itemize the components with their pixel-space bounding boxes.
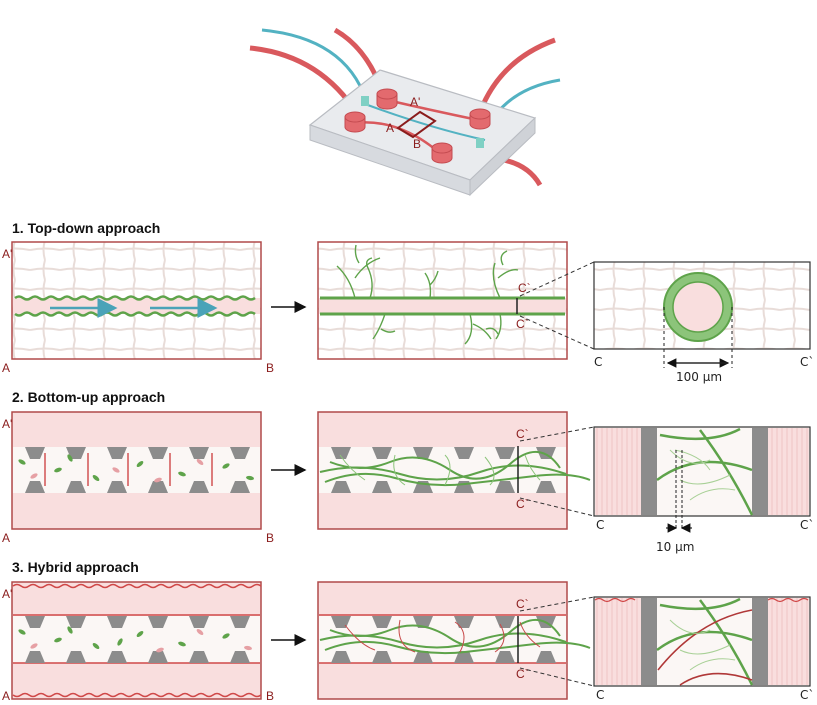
panel-3-result bbox=[317, 581, 591, 700]
panel-1-detail-label-c: C bbox=[594, 355, 602, 369]
panel-1-result bbox=[317, 241, 568, 360]
section-title-top-down: 1. Top-down approach bbox=[12, 220, 161, 236]
scale-label-10um: 10 μm bbox=[656, 540, 694, 554]
panel-2-detail bbox=[593, 426, 811, 533]
panel-2-initial bbox=[11, 411, 262, 530]
panel-1-cut-bottom: C` bbox=[516, 317, 529, 331]
chip-label-a: A bbox=[386, 121, 394, 135]
panel-2-label-a-prime: A' bbox=[2, 417, 12, 431]
panel-3-label-a: A bbox=[2, 689, 10, 703]
zoom-guide-line bbox=[519, 596, 595, 612]
panel-3-cut-bottom: C` bbox=[516, 667, 529, 681]
panel-2-label-b: B bbox=[266, 531, 274, 545]
section-title-hybrid: 3. Hybrid approach bbox=[12, 559, 139, 575]
zoom-guide-line bbox=[519, 667, 595, 687]
scale-label-100um: 100 μm bbox=[676, 370, 722, 384]
panel-2-cut-top: C` bbox=[516, 427, 529, 441]
panel-3-label-a-prime: A' bbox=[2, 587, 12, 601]
panel-3-initial bbox=[11, 581, 262, 700]
panel-1-label-a: A bbox=[2, 361, 10, 375]
panel-3-detail-label-c-prime: C` bbox=[800, 688, 814, 702]
panel-2-detail-label-c: C bbox=[596, 518, 604, 532]
panel-1-detail-label-c-prime: C` bbox=[800, 355, 814, 369]
panel-3-label-b: B bbox=[266, 689, 274, 703]
panel-1-detail bbox=[593, 261, 811, 368]
panel-2-detail-label-c-prime: C` bbox=[800, 518, 814, 532]
zoom-guide-line bbox=[519, 426, 595, 442]
panel-2-result bbox=[317, 411, 591, 530]
panel-2-label-a: A bbox=[2, 531, 10, 545]
panel-1-initial bbox=[11, 241, 262, 360]
panel-1-cut-top: C` bbox=[518, 281, 531, 295]
section-title-bottom-up: 2. Bottom-up approach bbox=[12, 389, 166, 405]
zoom-guide-line bbox=[519, 497, 595, 517]
panel-1-label-b: B bbox=[266, 361, 274, 375]
panel-3-cut-top: C` bbox=[516, 597, 529, 611]
microfluidic-chip-icon bbox=[249, 27, 561, 197]
chip-label-b: B bbox=[413, 137, 421, 151]
panel-3-detail-label-c: C bbox=[596, 688, 604, 702]
panel-2-cut-bottom: C` bbox=[516, 497, 529, 511]
panel-1-label-a-prime: A' bbox=[2, 247, 12, 261]
chip-label-a-prime: A' bbox=[410, 95, 420, 109]
panel-3-detail bbox=[593, 596, 811, 687]
